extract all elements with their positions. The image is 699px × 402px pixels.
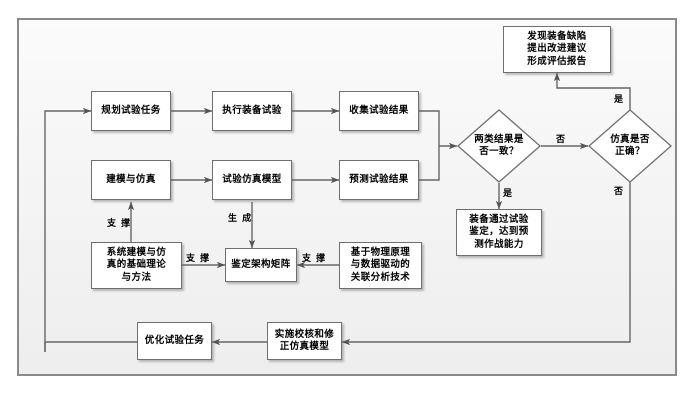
node-plan-test-label: 规划试验任务 [101, 104, 161, 116]
edge-label-support-theory-modelsim: 支 撑 [107, 219, 132, 229]
node-pass-eval-label: 装备通过试验 鉴定，达到预 测作战能力 [469, 213, 529, 250]
node-predict-result-label: 预测试验结果 [349, 173, 409, 185]
node-model-sim-label: 建模与仿真 [106, 173, 156, 185]
node-vv-correct[interactable]: 实施校核和修 正仿真模型 [267, 322, 342, 360]
node-model-sim[interactable]: 建模与仿真 [91, 160, 171, 200]
node-predict-result[interactable]: 预测试验结果 [339, 160, 419, 200]
edge-label-support-theory-archmatrix: 支 撑 [186, 254, 211, 264]
node-theory-method[interactable]: 系统建模与仿 真的基础理论 与方法 [91, 242, 182, 289]
diamond-shape [588, 109, 672, 183]
node-collect-result[interactable]: 收集试验结果 [339, 91, 419, 131]
node-consistent-question[interactable]: 两类结果是 否一致？ [457, 109, 541, 183]
node-collect-result-label: 收集试验结果 [349, 104, 409, 116]
node-sim-correct-question[interactable]: 仿真是否 正确？ [588, 109, 672, 183]
node-sim-correct-question-label: 仿真是否 正确？ [610, 133, 650, 158]
node-optimize-test[interactable]: 优化试验任务 [137, 322, 212, 360]
node-vv-correct-label: 实施校核和修 正仿真模型 [274, 328, 335, 353]
node-theory-method-label: 系统建模与仿 真的基础理论 与方法 [106, 246, 167, 283]
edge-label-consistent-yes: 是 [503, 189, 514, 199]
node-consistent-question-label: 两类结果是 否一致？ [474, 133, 524, 158]
edge-label-generate: 生 成 [228, 214, 253, 224]
diamond-shape [457, 109, 541, 183]
node-sim-model-label: 试验仿真模型 [222, 173, 282, 185]
node-exec-test-label: 执行装备试验 [222, 104, 282, 116]
node-correlation-tech[interactable]: 基于物理原理 与数据驱动的 关联分析技术 [339, 242, 422, 289]
node-arch-matrix-label: 鉴定架构矩阵 [231, 258, 291, 270]
node-optimize-test-label: 优化试验任务 [144, 334, 205, 346]
node-correlation-tech-label: 基于物理原理 与数据驱动的 关联分析技术 [350, 246, 411, 283]
edge-label-support-tech-archmatrix: 支 撑 [302, 254, 327, 264]
node-plan-test[interactable]: 规划试验任务 [91, 91, 171, 131]
node-sim-model[interactable]: 试验仿真模型 [212, 160, 292, 200]
node-arch-matrix[interactable]: 鉴定架构矩阵 [225, 248, 297, 282]
node-report[interactable]: 发现装备缺陷 提出改进建议 形成评估报告 [503, 26, 611, 73]
node-exec-test[interactable]: 执行装备试验 [212, 91, 292, 131]
edge-label-consistent-no: 否 [556, 135, 567, 145]
node-pass-eval[interactable]: 装备通过试验 鉴定，达到预 测作战能力 [456, 209, 542, 256]
edge-label-simcorrect-yes: 是 [614, 95, 625, 105]
node-report-label: 发现装备缺陷 提出改进建议 形成评估报告 [527, 30, 587, 67]
edge-label-simcorrect-no: 否 [614, 187, 625, 197]
